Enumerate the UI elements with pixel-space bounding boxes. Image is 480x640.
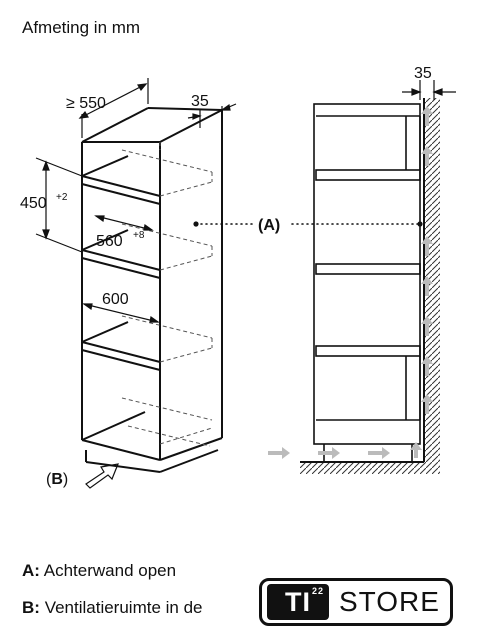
dimension-niche-width bbox=[94, 215, 154, 231]
dimension-side-gap-label: 35 bbox=[191, 93, 209, 110]
floor-hatch bbox=[300, 462, 440, 474]
store-logo-badge-text: TI bbox=[285, 586, 311, 617]
legend-a-text: Achterwand open bbox=[43, 561, 177, 580]
dimension-depth bbox=[78, 78, 149, 138]
dimension-shelf-width bbox=[81, 280, 161, 330]
dimension-side-gap bbox=[187, 103, 237, 128]
dimension-depth-label: ≥ 550 bbox=[66, 95, 106, 112]
dimension-niche-width-label: 560 bbox=[96, 233, 123, 250]
legend-a-key: A: bbox=[22, 561, 40, 580]
dimension-rear-gap-label: 35 bbox=[414, 65, 432, 82]
installation-diagram: ≥ 550 35 450 +2 560 +8 600 (B) bbox=[20, 65, 456, 489]
callout-b: (B) bbox=[46, 471, 68, 488]
cabinet-hidden-lines bbox=[121, 142, 213, 447]
callout-a: (A) bbox=[258, 217, 280, 234]
dimension-niche-height-tolerance: +2 bbox=[56, 192, 68, 203]
callout-b-arrow bbox=[85, 463, 119, 489]
store-logo-badge-sup: 22 bbox=[311, 586, 324, 596]
store-logo-badge: TI 22 bbox=[267, 584, 329, 620]
dimension-niche-height bbox=[35, 157, 83, 253]
cabinet-shelves bbox=[81, 155, 161, 371]
callout-a-leaders bbox=[193, 221, 423, 227]
airflow-arrows bbox=[268, 106, 433, 459]
store-logo: TI 22 STORE bbox=[259, 578, 453, 626]
legend-b-text: Ventilatieruimte in de bbox=[44, 598, 203, 617]
legend-b-key: B: bbox=[22, 598, 40, 617]
cabinet-section bbox=[313, 103, 421, 462]
legend-a: A: Achterwand open bbox=[22, 561, 176, 581]
store-logo-text: STORE bbox=[339, 586, 440, 617]
dimension-niche-height-label: 450 bbox=[20, 195, 47, 212]
dimension-niche-width-tolerance: +8 bbox=[133, 230, 145, 241]
page-heading: Afmeting in mm bbox=[22, 18, 141, 37]
cabinet-perspective bbox=[81, 107, 223, 473]
dimension-rear-gap bbox=[402, 80, 456, 100]
legend-b: B: Ventilatieruimte in de bbox=[22, 598, 203, 618]
dimension-shelf-width-label: 600 bbox=[102, 291, 129, 308]
